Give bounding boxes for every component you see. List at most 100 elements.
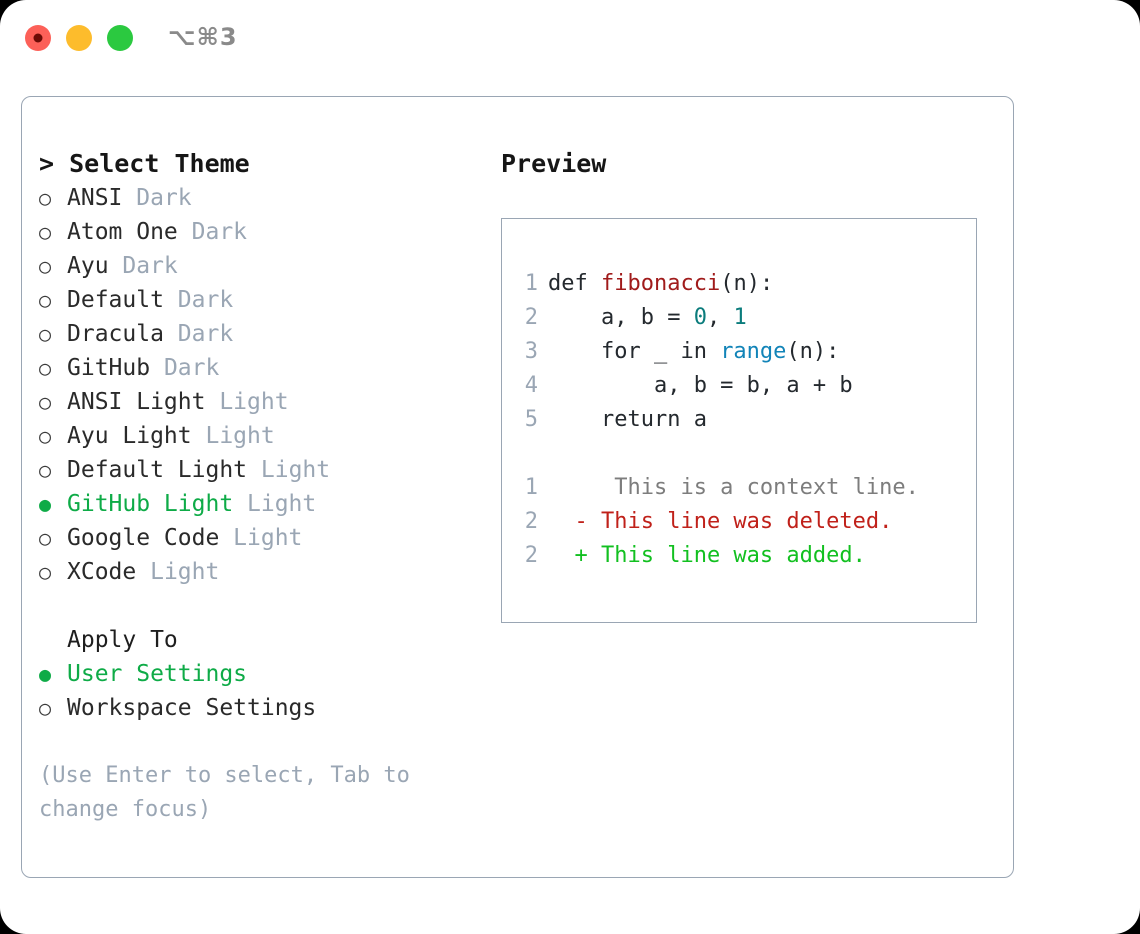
theme-name-label: Default — [67, 287, 178, 313]
code-text: for _ in range(n): — [548, 335, 839, 369]
theme-name-label: ANSI — [67, 185, 137, 211]
theme-option-atom-one[interactable]: ○Atom One Dark — [39, 215, 489, 249]
keyboard-shortcut-label: ⌥⌘3 — [168, 23, 238, 51]
theme-name-label: Google Code — [67, 525, 234, 551]
theme-option-google-code[interactable]: ○ Google Code Light — [39, 521, 489, 555]
theme-name-label: Atom One — [67, 219, 192, 245]
theme-option-xcode[interactable]: ○XCode Light — [39, 555, 489, 589]
diff-line-add: 2 + This line was added. — [502, 539, 976, 573]
theme-option-ayu[interactable]: ○ Ayu Dark — [39, 249, 489, 283]
theme-name-label: ANSI Light — [67, 389, 220, 415]
theme-option-default[interactable]: ○ Default Dark — [39, 283, 489, 317]
code-line: 5 return a — [502, 403, 976, 437]
token-kw: def — [548, 271, 601, 296]
theme-option-default-light[interactable]: ○ Default Light Light — [39, 453, 489, 487]
line-number: 1 — [524, 475, 538, 500]
theme-option-ansi[interactable]: ○ ANSI Dark — [39, 181, 489, 215]
diff-line-ctx: 1 This is a context line. — [502, 471, 976, 505]
maximize-button[interactable] — [107, 25, 133, 51]
theme-selector-column: > Select Theme ○ANSI Dark○Atom One Dark○… — [39, 147, 489, 827]
apply-to-section: Apply To ● User Settings ○ Workspace Settin… — [39, 623, 489, 725]
theme-variant-label: Dark — [136, 185, 192, 211]
radio-unselected-icon: ○ — [39, 526, 52, 550]
code-text: a, b = b, a + b — [548, 369, 853, 403]
theme-name-label: Ayu Light — [67, 423, 206, 449]
theme-variant-label: Light — [150, 559, 220, 585]
recording-dot-icon — [33, 33, 43, 43]
apply-option-label: User Settings — [67, 661, 248, 687]
radio-unselected-icon: ○ — [39, 390, 52, 414]
theme-variant-label: Dark — [177, 321, 234, 347]
token-fn: fibonacci — [600, 271, 721, 296]
theme-variant-label: Light — [205, 423, 275, 449]
minimize-button[interactable] — [66, 25, 92, 51]
token-num: 0 — [693, 305, 707, 330]
spacer — [502, 437, 976, 471]
line-number: 4 — [524, 373, 538, 398]
apply-option-label: Workspace Settings — [67, 695, 317, 721]
radio-unselected-icon: ○ — [39, 356, 52, 380]
theme-name-label: GitHub — [67, 355, 164, 381]
token-plain: return a — [548, 407, 707, 432]
code-line: 4 a, b = b, a + b — [502, 369, 976, 403]
token-plain: a, b = — [548, 305, 694, 330]
title-bar: ⌥⌘3 — [0, 0, 1140, 78]
apply-to-list[interactable]: ● User Settings ○ Workspace Settings — [39, 657, 489, 725]
token-plain: , — [706, 305, 734, 330]
diff-line-del: 2 - This line was deleted. — [502, 505, 976, 539]
theme-name-label: Dracula — [67, 321, 178, 347]
theme-variant-label: Light — [219, 389, 289, 415]
radio-unselected-icon: ○ — [39, 288, 52, 312]
theme-variant-label: Light — [233, 525, 303, 551]
theme-variant-label: Dark — [163, 355, 220, 381]
radio-unselected-icon: ○ — [39, 186, 52, 210]
line-number: 1 — [524, 271, 538, 296]
radio-unselected-icon: ○ — [39, 220, 52, 244]
theme-option-ansi-light[interactable]: ○ ANSI Light Light — [39, 385, 489, 419]
apply-to-title: Apply To — [67, 627, 178, 653]
code-line: 2 a, b = 0, 1 — [502, 301, 976, 335]
code-line: 1 def fibonacci(n): — [502, 267, 976, 301]
line-number: 2 — [524, 509, 538, 534]
theme-variant-label: Dark — [122, 253, 178, 279]
line-number: 2 — [524, 305, 538, 330]
theme-option-github[interactable]: ○ GitHub Dark — [39, 351, 489, 385]
theme-list[interactable]: ○ ANSI Dark ○ Atom One Dark ○ Ayu Dark ○ Defaul… — [39, 181, 489, 589]
preview-title: Preview — [501, 149, 607, 178]
theme-name-label: Default Light — [67, 457, 261, 483]
radio-unselected-icon: ○ — [39, 458, 52, 482]
select-theme-header: > Select Theme — [39, 149, 250, 178]
diff-text: - This line was deleted. — [548, 509, 893, 534]
theme-name-label: Ayu — [67, 253, 123, 279]
radio-unselected-icon: ○ — [39, 560, 52, 584]
token-call: range — [720, 339, 787, 364]
theme-option-github-light[interactable]: ●GitHub Light Light — [39, 487, 489, 521]
diff-sample: 1 This is a context line.2 - This line w… — [502, 471, 976, 573]
radio-unselected-icon: ○ — [39, 696, 52, 720]
radio-unselected-icon: ○ — [39, 322, 52, 346]
theme-name-label: GitHub Light — [67, 491, 248, 517]
token-plain: a, b = b, a + b — [548, 373, 853, 398]
theme-variant-label: Dark — [177, 287, 234, 313]
theme-variant-label: Light — [260, 457, 331, 483]
window-controls — [25, 25, 133, 51]
radio-unselected-icon: ○ — [39, 254, 52, 278]
radio-selected-icon: ● — [39, 492, 52, 516]
keyboard-hint-text: (Use Enter to select, Tab to change focu… — [39, 763, 410, 822]
line-number: 2 — [524, 543, 538, 568]
apply-option-user-settings[interactable]: ● User Settings — [39, 657, 489, 691]
radio-selected-icon: ● — [39, 662, 52, 686]
theme-option-dracula[interactable]: ○ Dracula Dark — [39, 317, 489, 351]
code-text: def fibonacci(n): — [548, 267, 773, 301]
apply-option-workspace-settings[interactable]: ○ Workspace Settings — [39, 691, 489, 725]
line-number: 3 — [524, 339, 538, 364]
token-plain: (n): — [720, 271, 774, 296]
code-line: 3 for _ in range(n): — [502, 335, 976, 369]
close-button[interactable] — [25, 25, 51, 51]
line-number: 5 — [524, 407, 538, 432]
theme-option-ayu-light[interactable]: ○Ayu Light Light — [39, 419, 489, 453]
token-num: 1 — [733, 305, 747, 330]
